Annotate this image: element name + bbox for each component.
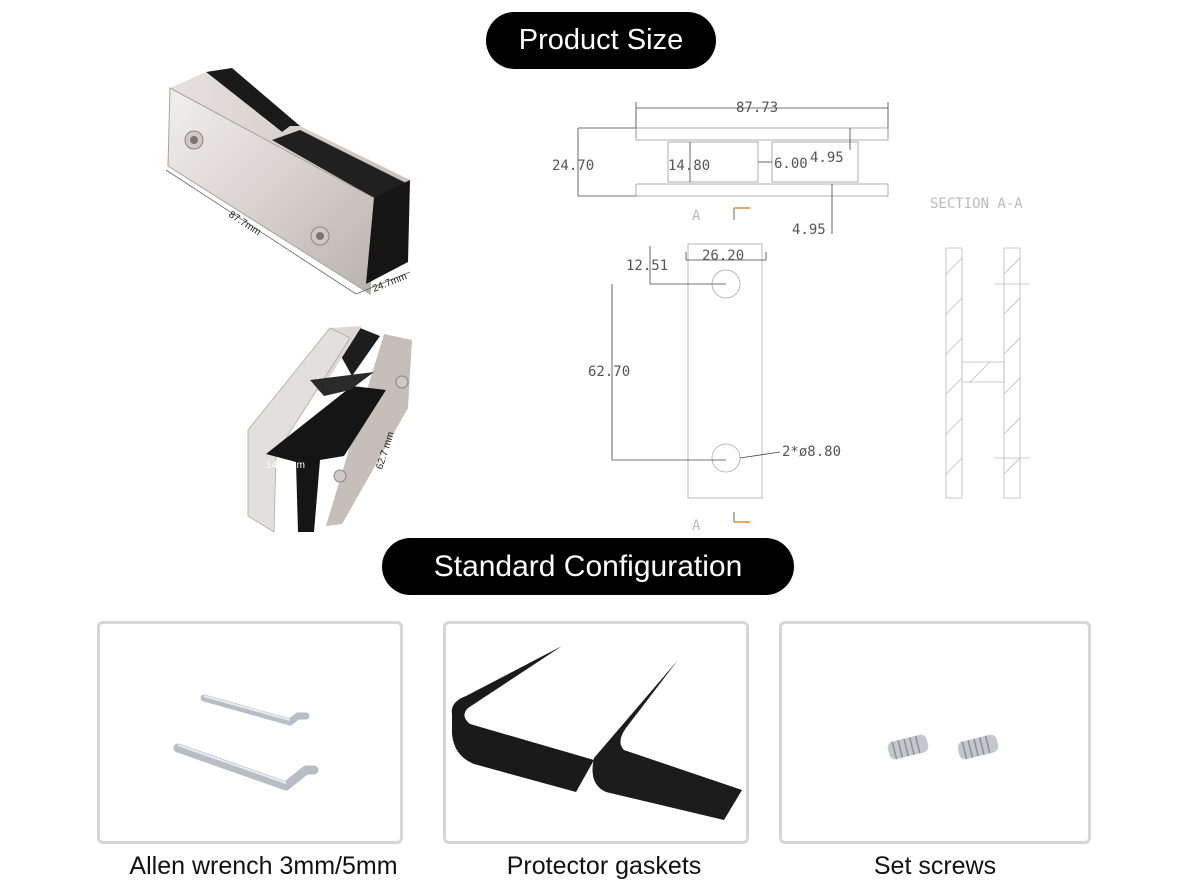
dim-length: 87.73 bbox=[736, 100, 778, 116]
section-marker-bottom: A bbox=[692, 518, 701, 534]
config-card-allen-wrench bbox=[97, 621, 403, 844]
caption-protector-gaskets: Protector gaskets bbox=[506, 852, 702, 880]
caption-set-screws: Set screws bbox=[873, 852, 997, 880]
clamp-photo-bottom: 14.8 mm 62.7 mm bbox=[240, 320, 430, 540]
dim-wall-bottom: 4.95 bbox=[792, 222, 826, 238]
standard-configuration-heading: Standard Configuration bbox=[382, 538, 794, 595]
section-marker-top: A bbox=[692, 208, 701, 224]
dim-gap: 14.80 bbox=[668, 158, 710, 174]
clamp-photo-top: 87.7mm 24.7mm bbox=[160, 66, 422, 300]
gasket-icon bbox=[451, 646, 742, 820]
set-screw-icon bbox=[887, 734, 999, 760]
allen-wrench-icon bbox=[173, 694, 319, 791]
dim-hole-spacing: 62.70 bbox=[588, 364, 630, 380]
technical-drawing: 87.73 24.70 14.80 6.00 4.95 4.95 A A 26.… bbox=[540, 94, 1060, 534]
product-size-heading-text: Product Size bbox=[518, 24, 684, 56]
dim-slot: 6.00 bbox=[774, 156, 808, 172]
caption-allen-wrench: Allen wrench 3mm/5mm bbox=[129, 852, 398, 880]
standard-configuration-heading-text: Standard Configuration bbox=[433, 549, 743, 583]
dim-holes: 2*ø8.80 bbox=[782, 444, 841, 460]
dim-hole-offset: 12.51 bbox=[626, 258, 668, 274]
dim-wall-top: 4.95 bbox=[810, 150, 844, 166]
dim-total-width: 24.70 bbox=[552, 158, 594, 174]
config-card-protector-gaskets bbox=[443, 621, 749, 844]
product-size-heading: Product Size bbox=[486, 12, 716, 69]
config-card-set-screws bbox=[779, 621, 1091, 844]
section-title: SECTION A-A bbox=[930, 196, 1023, 212]
photo-gap-label: 14.8 mm bbox=[266, 460, 305, 471]
dim-plate-width: 26.20 bbox=[702, 248, 744, 264]
